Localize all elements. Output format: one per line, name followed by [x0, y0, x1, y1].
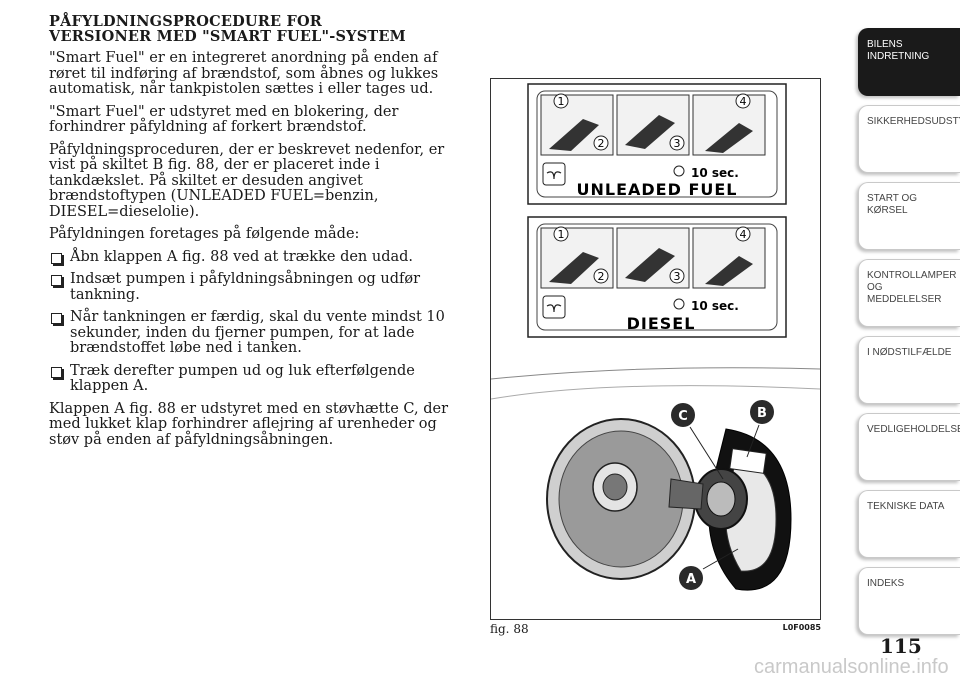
svg-text:C: C: [678, 409, 688, 424]
step-number: 2: [598, 270, 605, 283]
callout-a: A: [679, 566, 703, 590]
fuel-type-label: UNLEADED FUEL: [577, 180, 738, 199]
tab-bilens-indretning[interactable]: BILENS INDRETNING: [858, 28, 960, 96]
tab-tekniske-data[interactable]: TEKNISKE DATA: [858, 490, 960, 558]
paragraph-dust-cap: Klappen A fig. 88 er udstyret med en stø…: [49, 400, 449, 448]
list-item: Træk derefter pumpen ud og luk efterfølg…: [49, 363, 449, 395]
list-item: Indsæt pumpen i påfyldningsåbningen og u…: [49, 271, 449, 303]
watermark: carmanualsonline.info: [754, 656, 949, 678]
step-number: 4: [740, 228, 747, 241]
label-unleaded: 1 2 3 4 10 sec. UNLEADED FUEL: [527, 83, 787, 205]
tab-kontrollamper[interactable]: KONTROLLAMPER OG MEDDELELSER: [858, 259, 960, 327]
fuel-door-recess: [546, 418, 696, 580]
callout-c: C: [671, 403, 695, 427]
paragraph-intro: "Smart Fuel" er en integreret anordning …: [49, 50, 439, 97]
label-diesel: 1 2 3 4 10 sec. DIESEL: [527, 216, 787, 338]
tab-vedligeholdelse[interactable]: VEDLIGEHOLDELSE: [858, 413, 960, 481]
fuel-door-illustration: 1 2 3 4 10 sec. UNLEADED FUEL 1: [491, 83, 820, 591]
step-number: 1: [558, 228, 565, 241]
steps-list: Åbn klappen A fig. 88 ved at trække den …: [49, 249, 449, 395]
section-heading: PÅFYLDNINGSPROCEDURE FOR VERSIONER MED "…: [49, 13, 406, 45]
step-number: 3: [674, 137, 681, 150]
step-number: 2: [598, 137, 605, 150]
figure-number: fig. 88: [490, 622, 529, 636]
chapter-tabs: BILENS INDRETNING SIKKERHEDSUDSTYR START…: [858, 28, 960, 644]
svg-text:B: B: [757, 406, 767, 421]
figure-code: L0F0085: [782, 623, 821, 632]
figure-88: 1 2 3 4 10 sec. UNLEADED FUEL 1: [490, 78, 821, 620]
paragraph-steps-intro: Påfyldningen foretages på følgende måde:: [49, 226, 360, 242]
step-number: 3: [674, 270, 681, 283]
clock-icon: [673, 165, 685, 177]
tab-start-og-korsel[interactable]: START OG KØRSEL: [858, 182, 960, 250]
tab-nodstilfaelde[interactable]: I NØDSTILFÆLDE: [858, 336, 960, 404]
main-content: PÅFYLDNINGSPROCEDURE FOR VERSIONER MED "…: [49, 14, 449, 455]
tab-sikkerhedsudstyr[interactable]: SIKKERHEDSUDSTYR: [858, 105, 960, 173]
timer-label: 10 sec.: [691, 166, 739, 180]
step-number: 1: [558, 95, 565, 108]
step-number: 4: [740, 95, 747, 108]
svg-text:A: A: [686, 572, 696, 587]
clock-icon: [673, 298, 685, 310]
fuel-type-label: DIESEL: [627, 314, 696, 333]
timer-label: 10 sec.: [691, 299, 739, 313]
page-number: 115: [880, 634, 922, 658]
tab-indeks[interactable]: INDEKS: [858, 567, 960, 635]
paragraph-procedure: Påfyldningsproceduren, der er beskrevet …: [49, 141, 445, 220]
book-icon: [542, 162, 566, 186]
paragraph-blocking: "Smart Fuel" er udstyret med en blokerin…: [49, 103, 399, 135]
list-item: Åbn klappen A fig. 88 ved at trække den …: [49, 249, 449, 266]
fuel-flap: [668, 428, 792, 591]
callout-b: B: [750, 400, 774, 424]
list-item: Når tankningen er færdig, skal du vente …: [49, 309, 449, 357]
book-icon: [542, 295, 566, 319]
